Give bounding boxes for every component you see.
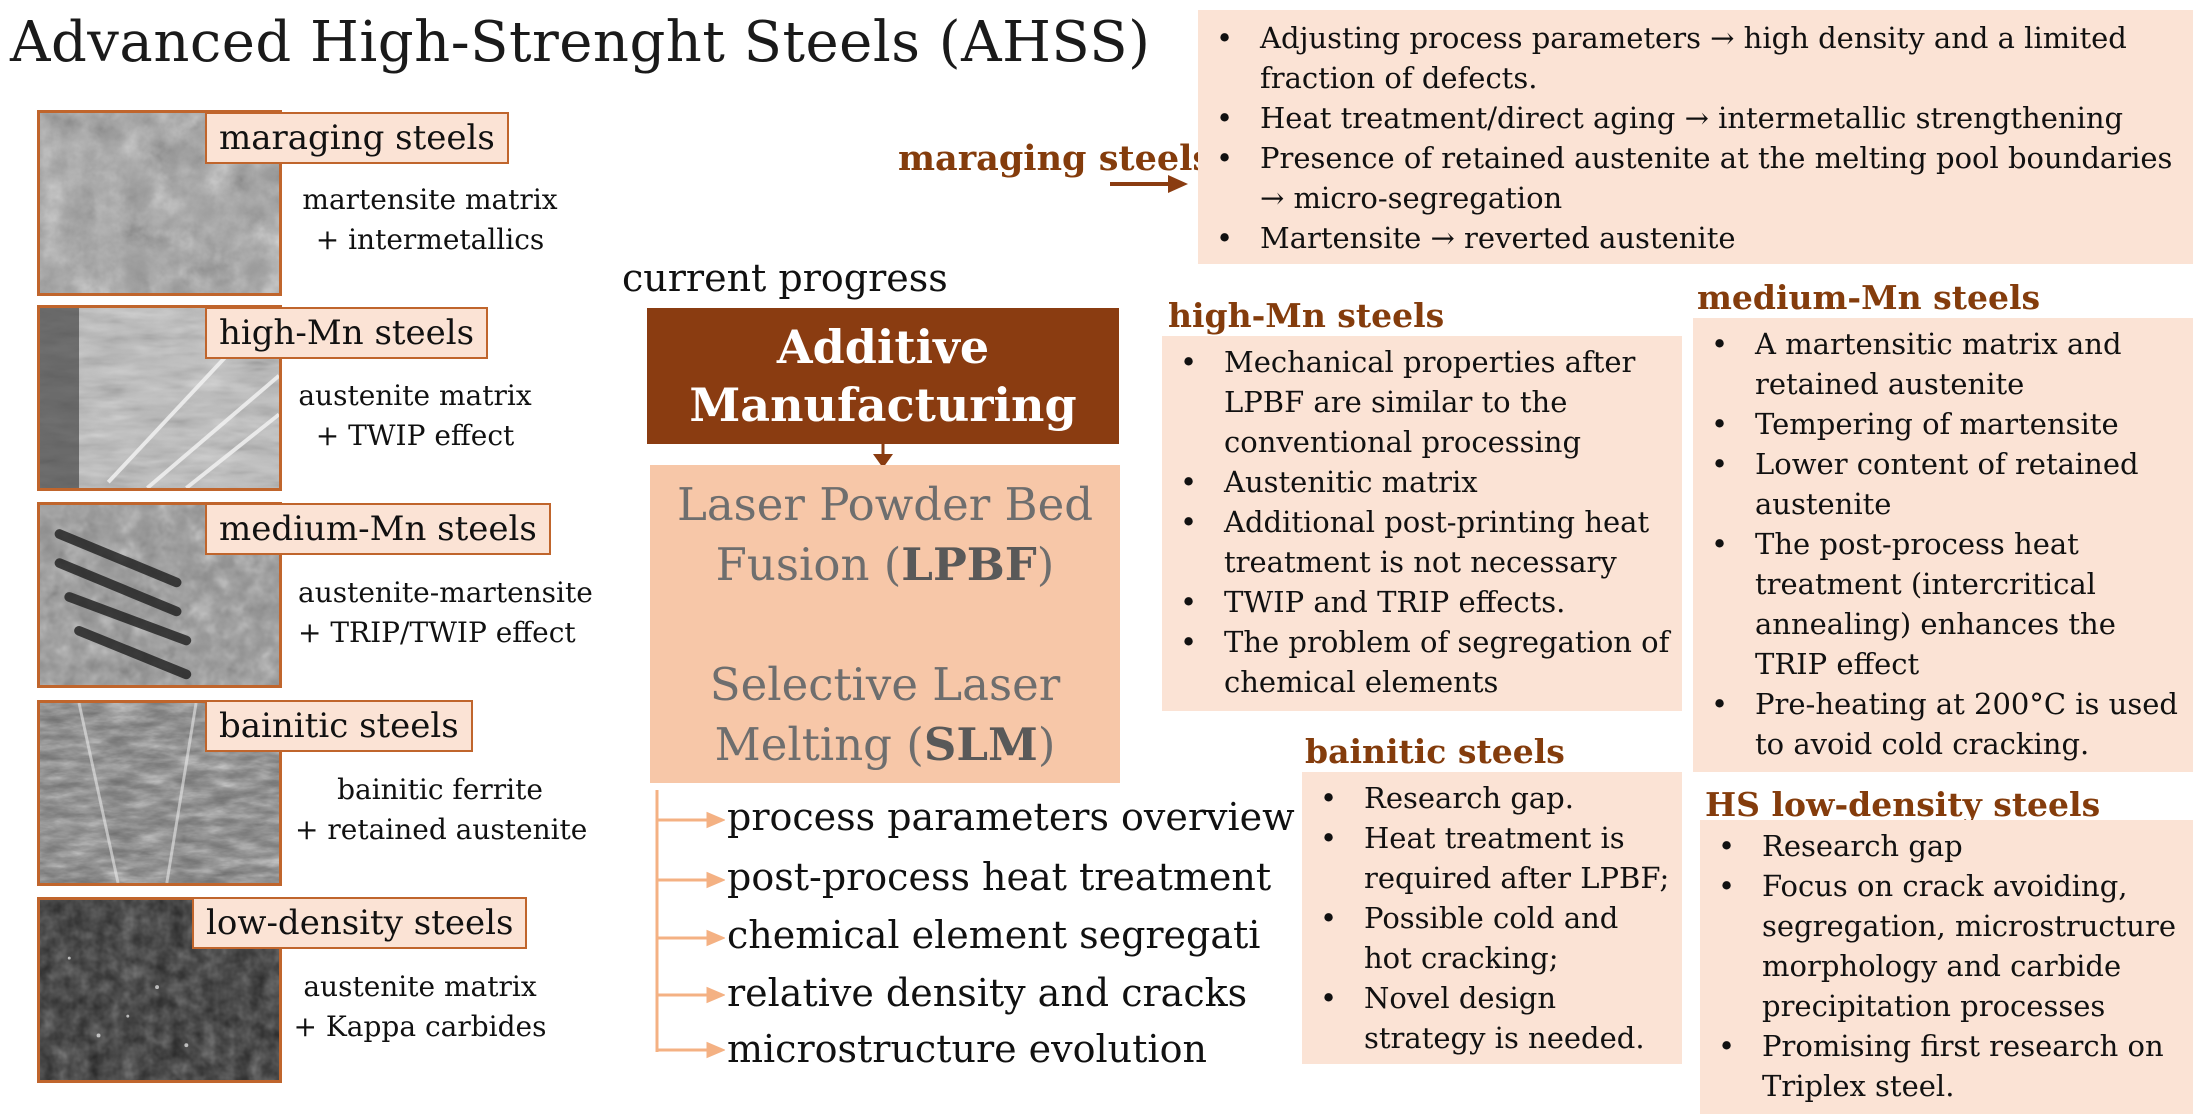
high-mn-panel: Mechanical properties after LPBF are sim… [1162,336,1682,711]
slm-text: Melting ( [714,718,924,771]
steel-desc-line: + retained austenite [295,813,588,846]
steel-desc-line: austenite-martensite [298,576,593,609]
steel-desc-maraging: martensite matrix + intermetallics [300,180,560,260]
bainitic-bullet: Possible cold and hot cracking; [1302,898,1672,978]
steel-desc-line: + Kappa carbides [293,1010,547,1043]
steel-desc-line: + TRIP/TWIP effect [298,616,576,649]
high-mn-bullet: Austenitic matrix [1162,462,1672,502]
slm-text: ) [1037,718,1056,771]
progress-item: microstructure evolution [727,1027,1207,1071]
hs-low-density-heading: HS low-density steels [1705,785,2101,824]
steel-desc-line: + intermetallics [315,223,545,256]
bainitic-bullet: Novel design strategy is needed. [1302,978,1672,1058]
slm-abbr: SLM [923,718,1038,771]
arrow-down-icon [873,444,893,468]
steel-tag-maraging: maraging steels [205,112,509,164]
steel-tag-bainitic: bainitic steels [205,700,473,752]
steel-tag-medium-mn: medium-Mn steels [205,503,551,555]
lpbf-text: ) [1036,538,1055,591]
steel-desc-line: austenite matrix [298,379,532,412]
steel-desc-line: martensite matrix [302,183,558,216]
am-line: Additive [776,320,990,374]
hs-low-density-panel: Research gap Focus on crack avoiding, se… [1700,820,2193,1114]
steel-desc-low-density: austenite matrix + Kappa carbides [285,967,555,1047]
high-mn-bullet: Mechanical properties after LPBF are sim… [1162,342,1672,462]
steel-desc-line: + TWIP effect [315,419,515,452]
additive-manufacturing-box: Additive Manufacturing [647,308,1119,444]
current-progress-label: current progress [622,256,948,300]
maraging-bullet: Adjusting process parameters → high dens… [1198,18,2193,98]
lpbf-text: Fusion ( [715,538,902,591]
maraging-panel: Adjusting process parameters → high dens… [1198,10,2193,264]
medium-mn-heading: medium-Mn steels [1697,278,2041,317]
steel-desc-high-mn: austenite matrix + TWIP effect [285,376,545,456]
medium-mn-panel: A martensitic matrix and retained austen… [1693,318,2193,772]
high-mn-bullet: Additional post-printing heat treatment … [1162,502,1672,582]
steel-desc-line: bainitic ferrite [337,773,543,806]
high-mn-bullet: TWIP and TRIP effects. [1162,582,1672,622]
lpbf-line: Laser Powder Bed [676,478,1094,531]
medium-mn-bullet: Lower content of retained austenite [1693,444,2183,524]
medium-mn-bullet: The post-process heat treatment (intercr… [1693,524,2183,684]
lpbf-slm-box: Laser Powder Bed Fusion (LPBF) Selective… [650,465,1120,783]
slm-line: Melting (SLM) [650,715,1120,775]
steel-tag-high-mn: high-Mn steels [205,307,489,359]
high-mn-bullet: The problem of segregation of chemical e… [1162,622,1672,702]
arrow-right-icon [1110,175,1188,193]
bainitic-panel: Research gap. Heat treatment is required… [1302,772,1682,1064]
progress-item: chemical element segregation [727,913,1262,957]
steel-desc-medium-mn: austenite-martensite + TRIP/TWIP effect [298,573,593,653]
lpbf-abbr: LPBF [901,538,1037,591]
progress-item: relative density and cracks [727,971,1248,1015]
hs-low-density-bullet: Focus on crack avoiding, segregation, mi… [1700,866,2183,1026]
medium-mn-bullet: Tempering of martensite [1693,404,2183,444]
steel-desc-bainitic: bainitic ferrite + retained austenite [295,770,588,850]
medium-mn-bullet: Pre-heating at 200°C is used to avoid co… [1693,684,2183,764]
high-mn-heading: high-Mn steels [1168,296,1445,335]
bainitic-bullet: Heat treatment is required after LPBF; [1302,818,1672,898]
bainitic-heading: bainitic steels [1305,732,1565,771]
hs-low-density-bullet: Research gap [1700,826,2183,866]
branch-arrows-icon [655,790,725,1059]
medium-mn-bullet: A martensitic matrix and retained austen… [1693,324,2183,404]
hs-low-density-bullet: Promising first research on Triplex stee… [1700,1026,2183,1106]
page-title: Advanced High-Strenght Steels (AHSS) [10,10,1151,75]
maraging-bullet: Presence of retained austenite at the me… [1198,138,2193,218]
progress-item: process parameters overview [727,795,1295,839]
maraging-heading: maraging steels [898,138,1213,179]
bainitic-bullet: Research gap. [1302,778,1672,818]
slm-line: Selective Laser [709,658,1061,711]
lpbf-line: Fusion (LPBF) [650,535,1120,595]
am-line: Manufacturing [689,378,1077,432]
steel-tag-low-density: low-density steels [192,897,528,949]
maraging-bullet: Martensite → reverted austenite [1198,218,2193,258]
progress-item: post-process heat treatment [727,855,1272,899]
steel-desc-line: austenite matrix [303,970,537,1003]
maraging-bullet: Heat treatment/direct aging → intermetal… [1198,98,2193,138]
